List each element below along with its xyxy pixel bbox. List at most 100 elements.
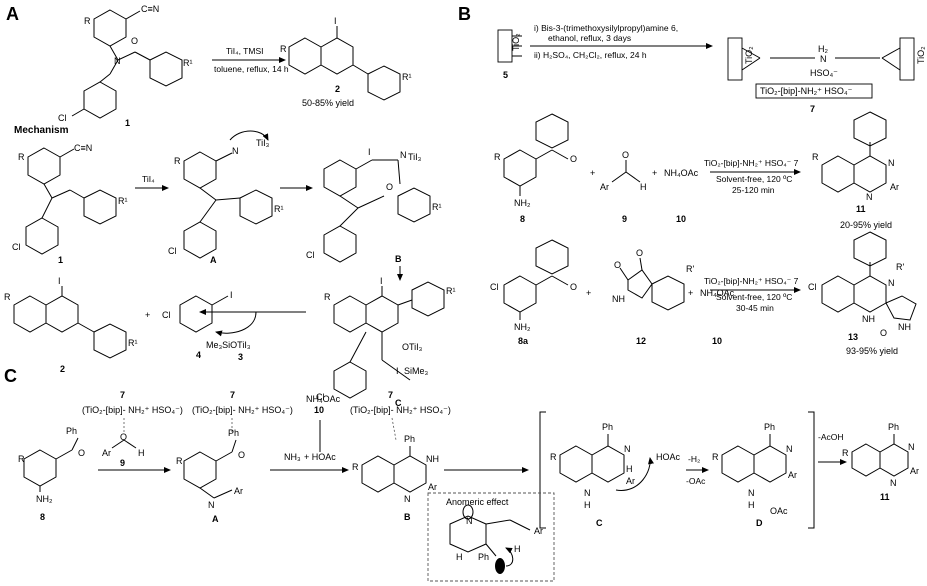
c-catalyst-a: (TiO₂-[bip]- NH₂⁺ HSO₄⁻) xyxy=(82,405,183,415)
tio2-label-7b: TiO₂ xyxy=(916,46,926,64)
cB-n: N xyxy=(404,494,411,504)
b11-ar: Ar xyxy=(890,182,899,192)
atom-n: N xyxy=(114,56,121,66)
int-b-o: O xyxy=(386,182,393,192)
c11-ar: Ar xyxy=(910,466,919,476)
intermediate-b-label: B xyxy=(395,254,402,264)
product-4-i: I xyxy=(230,290,233,300)
plus-b2: + xyxy=(652,168,657,178)
anomeric-structure xyxy=(449,504,531,574)
cC-n: N xyxy=(624,444,631,454)
c-nh4oac: NH₄OAc xyxy=(306,394,341,404)
byproduct-arrow xyxy=(215,311,257,337)
atom-o: O xyxy=(131,36,138,46)
mech-cn: C≡N xyxy=(74,143,92,153)
catalyst-name: TiO₂-[bip]-NH₂⁺ HSO₄⁻ xyxy=(760,86,853,96)
anomeric-h2: H xyxy=(514,544,521,554)
atom-r-2: R xyxy=(280,44,287,54)
c-product-11-label: 11 xyxy=(880,492,890,502)
c-compound-8 xyxy=(23,437,79,492)
b12-nh: NH xyxy=(612,294,625,304)
atom-cn: C≡N xyxy=(141,4,159,14)
intermediate-a-structure xyxy=(183,130,273,259)
c9-h: H xyxy=(138,448,145,458)
int-c-r: R xyxy=(324,292,331,302)
product-2-r1: R¹ xyxy=(128,338,138,348)
anomeric-n: N xyxy=(466,516,473,526)
c8-nh2: NH₂ xyxy=(36,494,53,504)
cA-o: O xyxy=(238,450,245,460)
intermediate-a-label: A xyxy=(210,255,217,265)
h-bond-c xyxy=(391,417,397,441)
condition-reagent: TiI₄, TMSI xyxy=(226,46,263,56)
c-intermediate-b xyxy=(361,446,427,493)
product-2-i: I xyxy=(58,276,61,286)
b13-cl: Cl xyxy=(808,282,817,292)
yield-11: 20-95% yield xyxy=(840,220,892,230)
b12-o2: O xyxy=(636,248,643,258)
plus-a: + xyxy=(145,310,150,320)
int-b-r1: R¹ xyxy=(432,202,442,212)
mech-reagent: TiI₄ xyxy=(142,174,155,184)
panel-b-label: B xyxy=(458,4,471,24)
int-b-cl: Cl xyxy=(306,250,315,260)
c-catalyst-c: (TiO₂-[bip]- NH₂⁺ HSO₄⁻) xyxy=(350,405,451,415)
c-cat7-num-b: 7 xyxy=(230,390,235,400)
mech-compound-1 xyxy=(25,147,117,255)
cB-nh: NH xyxy=(426,454,439,464)
c9-o: O xyxy=(120,432,127,442)
bracket-left xyxy=(539,411,546,529)
atom-iodine: I xyxy=(334,16,337,26)
b11-n2: N xyxy=(866,192,873,202)
c-minus-oac: -OAc xyxy=(686,476,706,486)
c11-n: N xyxy=(908,442,915,452)
product-2-structure xyxy=(13,286,127,359)
int-b-til3: TiI₃ xyxy=(408,152,422,162)
b10b-nh4oac: NH₄OAc xyxy=(700,288,735,298)
cC-n2: N xyxy=(584,488,591,498)
c8-r: R xyxy=(18,454,25,464)
tio2-label-5: TiO₂ xyxy=(511,33,521,51)
compound-11-structure xyxy=(821,111,887,193)
compound-13-label: 13 xyxy=(848,332,858,342)
plus-b4: + xyxy=(688,288,693,298)
b8-r: R xyxy=(494,152,501,162)
b2-time: 25-120 min xyxy=(732,185,775,195)
b3-time: 30-45 min xyxy=(736,303,774,313)
tio2-box-5 xyxy=(497,29,513,63)
catalyst-box xyxy=(755,83,873,99)
cA-r: R xyxy=(176,456,183,466)
cC-h: H xyxy=(626,464,633,474)
c11-n2: N xyxy=(890,478,897,488)
compound-5-label: 5 xyxy=(503,70,508,80)
byproduct: Me₃SiOTiI₃ xyxy=(206,340,251,350)
cD-oac: OAc xyxy=(770,506,788,516)
c-intermediate-c-label: C xyxy=(596,518,603,528)
b13-nh2: NH xyxy=(898,322,911,332)
intermediate-b-structure xyxy=(323,159,431,263)
int-c-otil3: OTiI₃ xyxy=(402,342,423,352)
compound-10b-label: 10 xyxy=(712,336,722,346)
anomeric-effect-box xyxy=(427,492,555,582)
cC-hoac: HOAc xyxy=(656,452,681,462)
compound-3-label: 3 xyxy=(238,352,243,362)
int-a-cl: Cl xyxy=(168,246,177,256)
product-2-r: R xyxy=(4,292,11,302)
b10-nh4oac: NH₄OAc xyxy=(664,168,699,178)
b13-nh1: NH xyxy=(862,314,875,324)
atom-r1: R¹ xyxy=(183,58,193,68)
b2-solvent: Solvent-free, 120 ºC xyxy=(716,174,792,184)
cC-ar: Ar xyxy=(626,476,635,486)
mechanism-heading: Mechanism xyxy=(14,125,69,136)
int-a-til3: TiI₃ xyxy=(256,138,270,148)
cD-n2: N xyxy=(748,488,755,498)
int-c-r1: R¹ xyxy=(446,286,456,296)
anomeric-h: H xyxy=(456,552,463,562)
int-c-tms: SiMe₃ xyxy=(404,366,429,376)
c-intermediate-d xyxy=(721,434,787,483)
intermediate-c-structure xyxy=(333,281,445,399)
mech-r: R xyxy=(18,152,25,162)
c-compound-9 xyxy=(111,439,137,449)
condition-solvent: toluene, reflux, 14 h xyxy=(214,64,289,74)
c-intermediate-a-label: A xyxy=(212,514,219,524)
